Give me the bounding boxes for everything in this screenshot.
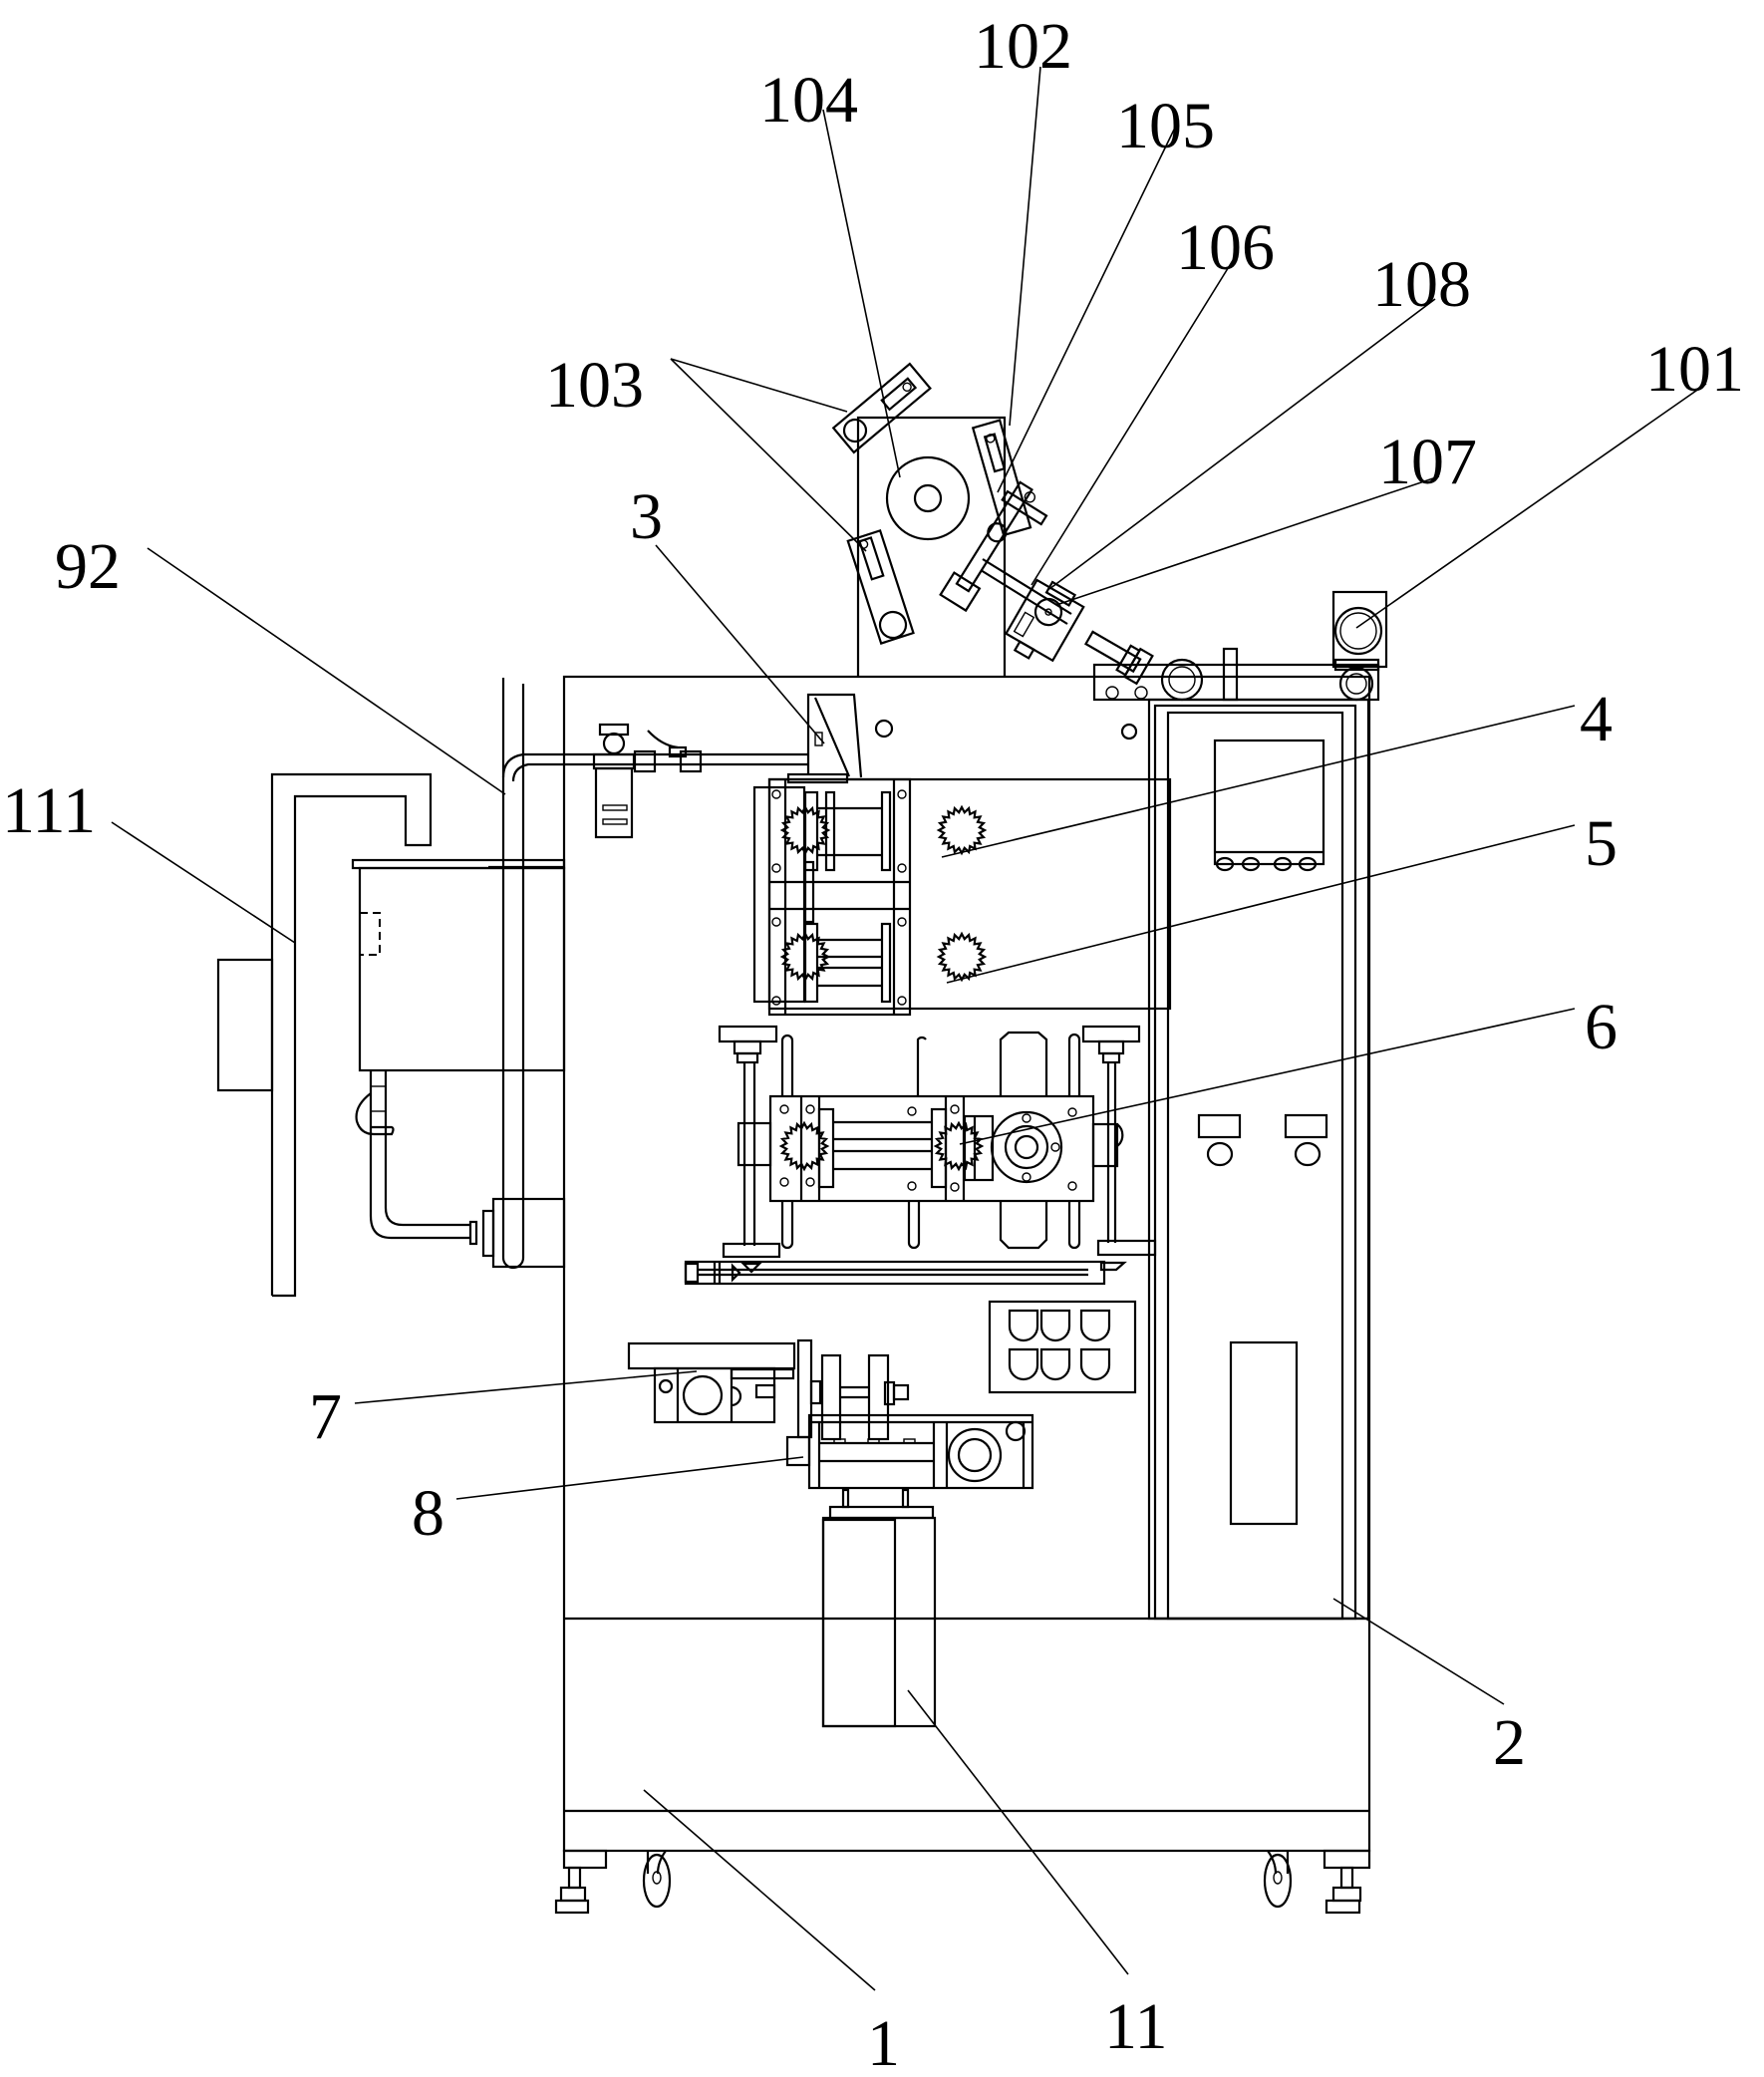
gears [778,804,988,1172]
control-cabinet [1147,698,1370,1621]
label-3: 3 [630,480,663,553]
label-111: 111 [2,774,96,847]
leader-lines [111,66,1707,1991]
label-107: 107 [1378,426,1477,498]
panel-button [1079,1347,1111,1381]
label-2: 2 [1493,1706,1526,1779]
button-panel [988,1300,1137,1394]
label-1: 1 [867,2007,900,2077]
filter-regulator [592,723,703,839]
control-switches [1197,1113,1328,1167]
film-roll [885,455,971,541]
button-grid [1008,1309,1111,1381]
label-101: 101 [1645,333,1744,406]
label-11: 11 [1104,1990,1168,2063]
roller-frame-4-5 [752,777,1172,1017]
film-feed-roller [1092,590,1388,702]
reference-labels: 104 102 105 106 108 101 107 103 3 92 111… [2,10,1744,2077]
water-tank [351,858,566,1072]
water-tank-bracket [216,772,433,1298]
gear-2 [936,804,988,856]
gear-4 [936,931,988,983]
film-rack-plate [856,416,1007,677]
label-108: 108 [1372,248,1471,321]
gear-3 [779,931,831,983]
indicator-lights [1215,856,1318,872]
panel-button [1008,1309,1039,1342]
leveling-foot-right [1324,1866,1362,1915]
guide-arm [971,419,1032,537]
panel-button [1008,1347,1039,1381]
cutting-drive-unit [627,1338,910,1441]
label-5: 5 [1585,807,1617,880]
label-8: 8 [412,1477,444,1550]
feed-hopper [786,693,1138,784]
water-pipe [355,678,808,1270]
gear-6 [933,1120,985,1172]
gear-5 [778,1120,830,1172]
output-drive-motor [785,1413,1034,1728]
label-7: 7 [309,1380,342,1453]
label-103: 103 [545,349,644,422]
collection-box [821,1518,897,1728]
caster-left [562,1849,672,1909]
panel-button [1079,1309,1111,1342]
leveling-foot-left [554,1866,590,1915]
label-92: 92 [55,530,121,603]
adjusting-rod [939,480,1072,625]
label-104: 104 [759,64,858,137]
panel-button [1039,1347,1071,1381]
tension-arm-lower [846,528,915,645]
tension-block [1004,578,1085,663]
tension-arm-upper [831,362,932,454]
panel-button [1039,1309,1071,1342]
label-105: 105 [1116,90,1215,162]
gear-1 [779,804,831,856]
roller-assembly-6 [684,1025,1157,1286]
label-6: 6 [1585,991,1617,1063]
label-106: 106 [1176,211,1275,284]
caster-right [1263,1849,1371,1909]
label-102: 102 [974,10,1072,83]
label-4: 4 [1580,683,1613,755]
